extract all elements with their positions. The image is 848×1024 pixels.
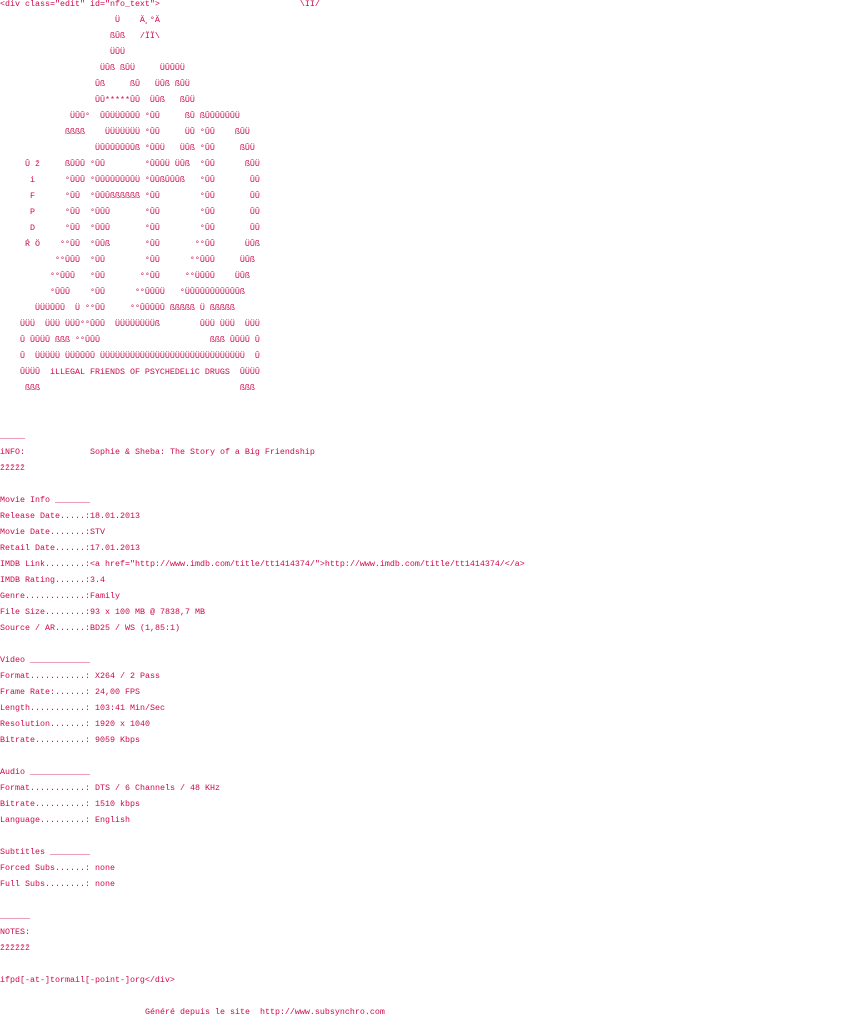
ascii-art-line: ÜÛß ßÛÜ ÜÛÛÛÜ [0, 63, 185, 73]
movie-title: Sophie & Sheba: The Story of a Big Frien… [90, 447, 315, 457]
ascii-art-line: ßßß ßßß [0, 383, 255, 393]
info-row: IMDB Link........:<a href="http://www.im… [0, 556, 525, 572]
ascii-art-line: Û ÜÜÜÜÜ ÜÜÛÛÛÛ ÜÜÜÜÜÜÜÜÜÜÜÜÜÜÜÜÜÜÜÜÜÜÜÜÜ… [0, 351, 260, 361]
info-row: Release Date.....:18.01.2013 [0, 508, 525, 524]
info-rule: _____ [0, 431, 25, 441]
field-value: 9059 Kbps [95, 735, 140, 745]
info-row: Resolution.......: 1920 x 1040 [0, 716, 525, 732]
info-row: Format...........: DTS / 6 Channels / 48 … [0, 780, 525, 796]
ascii-art-line: ÛÜÜÛ iLLEGAL FRiENDS OF PSYCHEDELiC DRUG… [0, 367, 260, 377]
field-value: 3.4 [90, 575, 105, 585]
ascii-art-line: ÜÛÛ° ÛÛÜÜÛÛÛÛ °ÛÛ ßÛ ßÛÛÛÛÛÛÜ [0, 111, 240, 121]
field-label: File Size........: [0, 607, 90, 617]
field-value: English [95, 815, 130, 825]
field-value: none [95, 863, 115, 873]
info-line: iNFO: Sophie & Sheba: The Story of a Big … [0, 444, 525, 460]
field-value: 17.01.2013 [90, 543, 140, 553]
field-value: none [95, 879, 115, 889]
field-value: STV [90, 527, 105, 537]
ascii-art-line: D °ÛÛ °ÛÛÛ °ÛÛ °ÛÛ ÛÛ [0, 223, 260, 233]
ascii-art-line: i °ÛÛÛ °ÛÛÛÛÛÛÛÛÜ °ÛÛßÛÛÛß °ÛÛ ÛÛ [0, 175, 260, 185]
info-row: Language.........: English [0, 812, 525, 828]
field-value: 18.01.2013 [90, 511, 140, 521]
info-row: Length...........: 103:41 Min/Sec [0, 700, 525, 716]
ascii-art-line: °°ÛÛÛ °ÛÛ °°ÛÛ °°ÜÛÛÛ ÜÛß [0, 271, 250, 281]
field-value: 24,00 FPS [95, 687, 140, 697]
notes-underline: žžžžžž [0, 943, 30, 953]
ascii-art-line: ßÛß /ÏÏ\ [0, 31, 160, 41]
section-header: Video ____________ [0, 655, 90, 665]
info-row: Genre............:Family [0, 588, 525, 604]
info-label: iNFO: [0, 447, 25, 457]
ascii-art-line: F °ÛÛ °ÛÛÛßßßßßß °ÛÛ °ÛÛ ÛÛ [0, 191, 260, 201]
field-label: Forced Subs......: [0, 863, 90, 873]
field-label: IMDB Rating......: [0, 575, 90, 585]
ascii-art-line: Û ž ßÛÛÛ °ÛÛ °ÛÛÛÜ ÜÛß °ÛÛ ßÛÜ [0, 159, 260, 169]
ascii-art-line: ßßßß ÜÜÜÜÜÜÜ °ÛÛ ÜÛ °ÛÛ ßÛÜ [0, 127, 250, 137]
subtitles-section: Subtitles ________ Forced Subs......: none… [0, 844, 525, 892]
info-row: Format...........: X264 / 2 Pass [0, 668, 525, 684]
field-label: Retail Date......: [0, 543, 90, 553]
notes-label: NOTES: [0, 927, 30, 937]
ascii-art-line: °°ÛÛÛ °ÛÛ °ÛÛ °°ÛÛÛ ÜÛß [0, 255, 255, 265]
field-label: Bitrate..........: [0, 735, 90, 745]
section-header: Subtitles ________ [0, 847, 90, 857]
footer-generated-by: Généré depuis le site http://www.subsync… [145, 1007, 385, 1017]
field-value: <a href="http://www.imdb.com/title/tt141… [90, 559, 525, 569]
ascii-art-line: Û ÛÛÜÛ ßßß °°ÛÛÛ ßßß ÛÛÜÛ Û [0, 335, 260, 345]
field-label: Source / AR......: [0, 623, 90, 633]
info-row: File Size........:93 x 100 MB @ 7838,7 M… [0, 604, 525, 620]
info-row: Forced Subs......: none [0, 860, 525, 876]
ascii-art-line: Ûß ßÛ ÜÛß ßÛÜ [0, 79, 190, 89]
info-row: Retail Date......:17.01.2013 [0, 540, 525, 556]
field-value: 1510 kbps [95, 799, 140, 809]
movie-info-section: Movie Info _______ Release Date.....:18.0… [0, 492, 525, 636]
notes-rule: ______ [0, 911, 30, 921]
ascii-art-line: ÜÛÜ [0, 47, 125, 57]
field-value: X264 / 2 Pass [95, 671, 160, 681]
ascii-art-logo: <div class="edit" id="nfo_text"> \ÏÏ/ Ü … [0, 0, 525, 396]
field-label: Language.........: [0, 815, 90, 825]
field-value: 103:41 Min/Sec [95, 703, 165, 713]
audio-section: Audio ____________ Format...........: DTS … [0, 764, 525, 828]
info-underline: žžžžž [0, 463, 25, 473]
field-value: 1920 x 1040 [95, 719, 150, 729]
info-row: Source / AR......:BD25 / WS (1,85:1) [0, 620, 525, 636]
field-label: Genre............: [0, 591, 90, 601]
field-value: BD25 / WS (1,85:1) [90, 623, 180, 633]
ascii-art-line: P °ÛÛ °ÛÛÛ °ÛÛ °ÛÛ ÛÛ [0, 207, 260, 217]
ascii-art-line: Ŕ Ö °°ÛÛ °ÛÛß °ÛÛ °°ÛÛ ÜÛß [0, 239, 260, 249]
field-label: IMDB Link........: [0, 559, 90, 569]
field-value: Family [90, 591, 120, 601]
ascii-art-line: ÜÜÜÛÛÛ Ü °°ÛÛ °°ÛÛÛÛÛ ßßßßß Ü ßßßßß [0, 303, 235, 313]
nfo-text: <div class="edit" id="nfo_text"> \ÏÏ/ Ü … [0, 0, 525, 1017]
field-label: Release Date.....: [0, 511, 90, 521]
contact-email: ifpd[-at-]tormail[-point-]org</div> [0, 975, 175, 985]
info-row: Bitrate..........: 9059 Kbps [0, 732, 525, 748]
field-label: Format...........: [0, 671, 90, 681]
section-header: Audio ____________ [0, 767, 90, 777]
video-section: Video ____________ Format...........: X264… [0, 652, 525, 748]
ascii-art-line: ÜÛÛÛÛÛÛÛß °ÛÛÜ ÜÛß °ÛÛ ßÛÜ [0, 143, 255, 153]
info-row: Bitrate..........: 1510 kbps [0, 796, 525, 812]
info-row: Frame Rate:......: 24,00 FPS [0, 684, 525, 700]
info-row: Movie Date.......:STV [0, 524, 525, 540]
ascii-art-line: <div class="edit" id="nfo_text"> \ÏÏ/ [0, 0, 320, 9]
field-label: Frame Rate:......: [0, 687, 90, 697]
field-value: 93 x 100 MB @ 7838,7 MB [90, 607, 205, 617]
field-label: Length...........: [0, 703, 90, 713]
info-row: IMDB Rating......:3.4 [0, 572, 525, 588]
ascii-art-line: Ü Ä¸°Ä [0, 15, 160, 25]
field-label: Full Subs........: [0, 879, 90, 889]
field-value: DTS / 6 Channels / 48 KHz [95, 783, 220, 793]
ascii-art-line: ÛÛ*****ÛÛ ÜÛß ßÛÜ [0, 95, 195, 105]
field-label: Bitrate..........: [0, 799, 90, 809]
ascii-art-line: °ÛÛÛ °ÛÛ °°ÛÛÛÜ °ÜÛÛÛÛÛÛÛÛÛÛß [0, 287, 245, 297]
field-label: Resolution.......: [0, 719, 90, 729]
field-label: Movie Date.......: [0, 527, 90, 537]
info-row: Full Subs........: none [0, 876, 525, 892]
ascii-art-line: ÜÜÜ ÜÜÜ ÜÜÛ°°ÛÛÛ ÜÜÜÜÜÜÜÜß ÛÜÜ ÜÜÜ ÜÜÜ [0, 319, 260, 329]
section-header: Movie Info _______ [0, 495, 90, 505]
field-label: Format...........: [0, 783, 90, 793]
